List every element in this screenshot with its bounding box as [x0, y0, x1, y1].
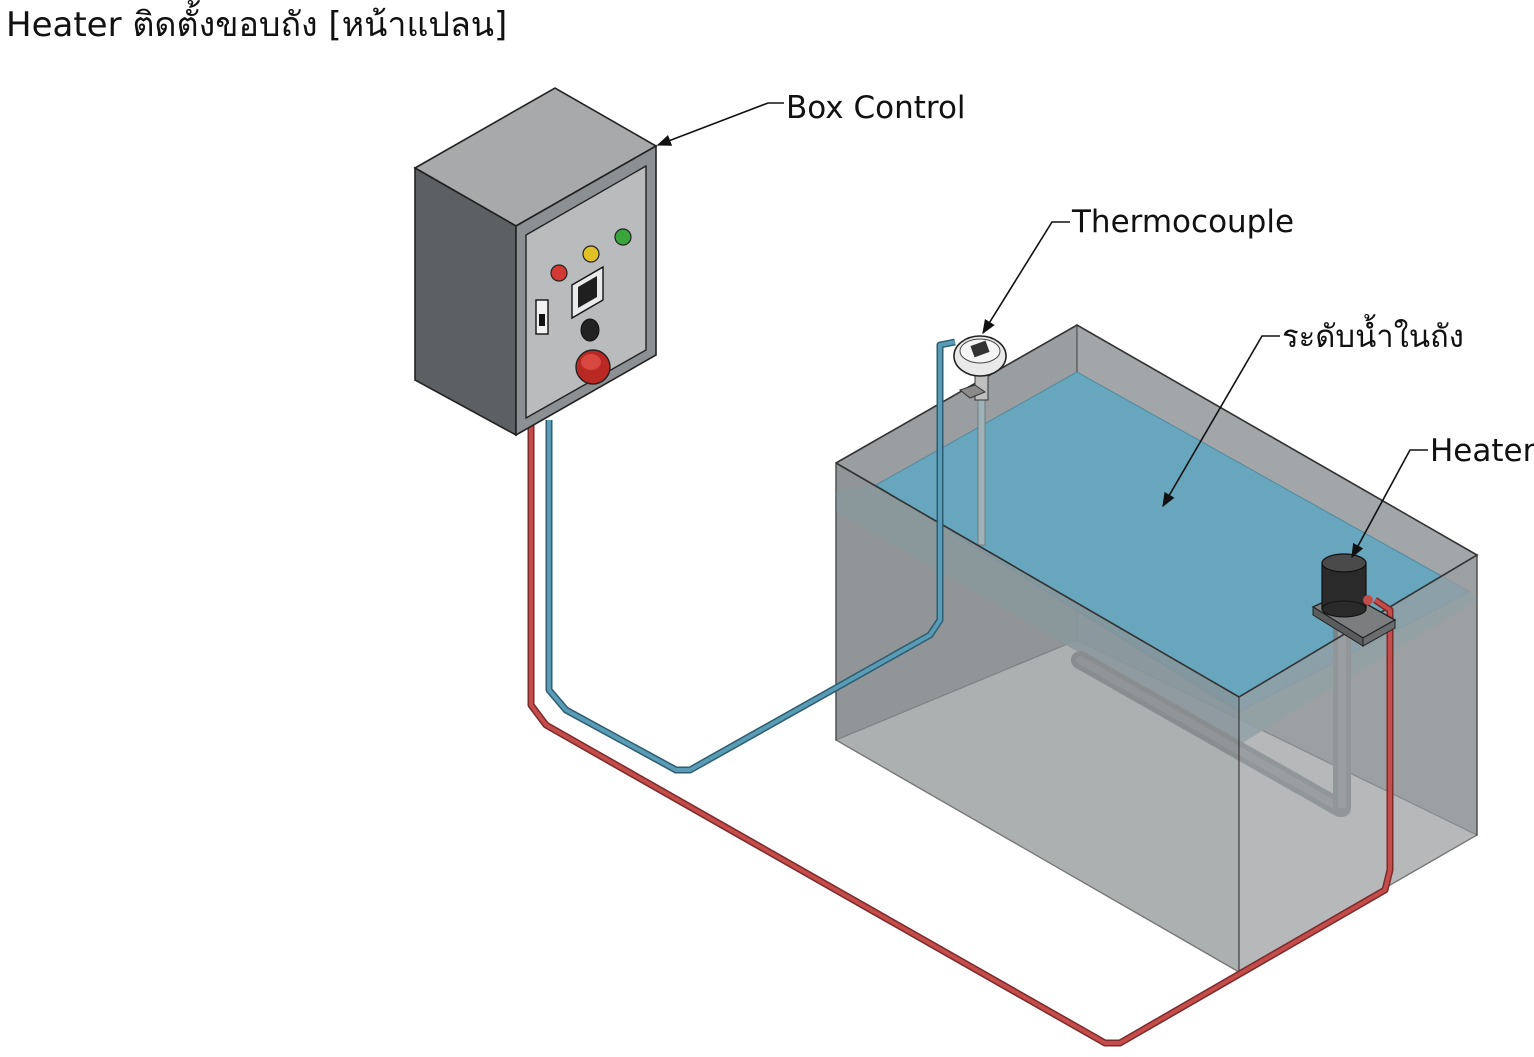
wiring [527, 338, 1394, 1047]
red-indicator-lamp [550, 264, 568, 282]
label-water-level: ระดับน้ำในถัง [1162, 314, 1464, 508]
thermocouple-probe [977, 394, 986, 546]
page-title: Heater ติดตั้งขอบถัง [หน้าแปลน] [6, 0, 507, 45]
label-heater: Heater [1351, 433, 1534, 559]
thermocouple-head [953, 335, 1007, 401]
thermocouple-label: Thermocouple [1071, 204, 1294, 240]
selector-knob [580, 318, 600, 342]
yellow-indicator-lamp [582, 245, 600, 263]
heater-label: Heater [1430, 433, 1534, 469]
green-indicator-lamp [614, 228, 632, 246]
label-thermocouple: Thermocouple [982, 204, 1294, 335]
heater-head [1311, 553, 1397, 647]
label-box-control: Box Control [656, 90, 966, 146]
control-box [413, 87, 658, 437]
box-control-label: Box Control [786, 90, 966, 126]
water-tank [835, 323, 1479, 974]
heater-cap [1321, 553, 1367, 573]
water-level-label: ระดับน้ำในถัง [1282, 314, 1464, 355]
